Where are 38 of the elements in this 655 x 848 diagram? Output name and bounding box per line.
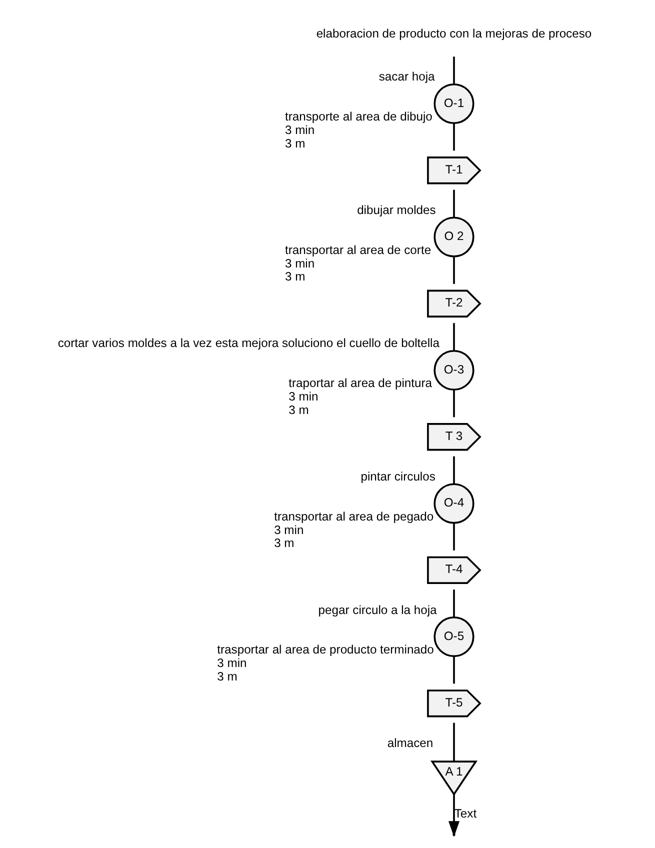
connector <box>452 656 454 684</box>
node-label: trasportar al area de producto terminado <box>216 642 434 657</box>
node-circle: O-4 <box>433 483 474 524</box>
node-label: transportar al area de corte <box>284 242 431 257</box>
node-text: elaboracion de producto con la mejoras de proceso <box>316 26 592 41</box>
node-label: cortar varios moldes a la vez esta mejora soluciono el cuello de boltella <box>57 336 439 350</box>
node-label: 3 m <box>284 270 305 284</box>
node-label: transportar al area de pegado <box>274 509 434 524</box>
node-label: transporte al area de dibujo <box>284 110 432 124</box>
connector <box>452 190 454 218</box>
connector <box>452 590 454 618</box>
node-label: dibujar moldes <box>356 202 436 217</box>
connector <box>452 123 454 151</box>
connector <box>452 722 454 762</box>
connector <box>452 390 454 418</box>
node-label: pintar circulos <box>360 470 435 484</box>
connector <box>452 256 454 284</box>
node-label: 3 min <box>284 123 314 138</box>
node-label: 3 min <box>274 522 304 537</box>
node-circle: O-1 <box>433 83 474 124</box>
connector <box>452 456 454 484</box>
node-label: almacen <box>386 736 433 750</box>
node-label: 3 m <box>216 669 237 684</box>
node-circle: O-3 <box>433 350 474 391</box>
node-label: 3 min <box>216 656 246 670</box>
connector <box>452 522 454 550</box>
connector <box>452 56 454 84</box>
node-label: 3 m <box>284 136 305 150</box>
node-label: traportar al area de pintura <box>288 376 432 390</box>
node-label: pegar circulo a la hoja <box>318 602 436 617</box>
node-label: sacar hoja <box>378 70 434 84</box>
node-circle: O 2 <box>433 216 474 258</box>
node-label: 3 min <box>288 390 318 404</box>
node-label: 3 m <box>288 402 308 417</box>
connector <box>452 323 454 351</box>
node-circle: O-5 <box>433 616 474 658</box>
node-label: 3 m <box>274 536 294 550</box>
node-label: 3 min <box>284 256 314 270</box>
